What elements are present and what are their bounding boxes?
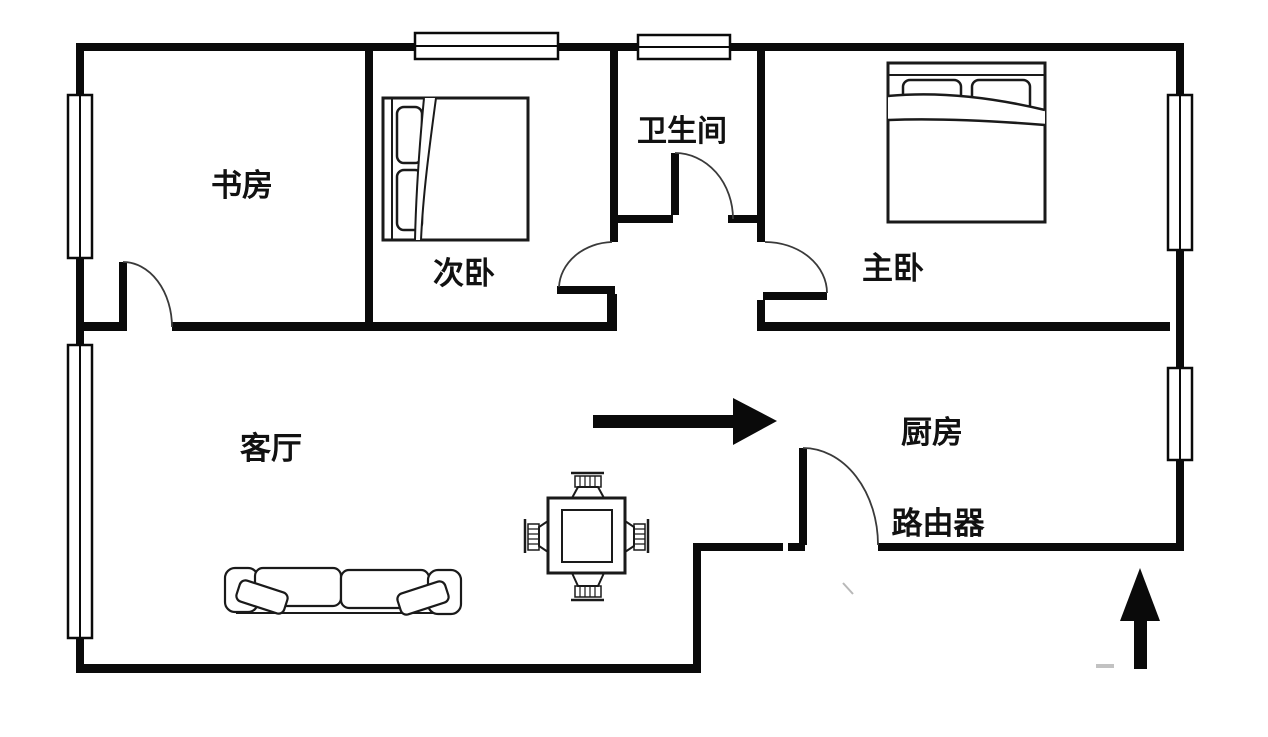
sofa [223, 566, 463, 616]
wall-living-top-b [172, 322, 617, 331]
window-bathroom-top [636, 33, 732, 61]
chair-top [571, 471, 605, 499]
faint-diagonal-mark [842, 582, 854, 595]
wall-master-door-jamb [757, 300, 765, 322]
door-kitchen-entry [799, 447, 879, 546]
dining-table-set [523, 471, 650, 602]
door-kitchen-entry-leaf [799, 448, 807, 545]
doors [119, 152, 879, 546]
wall-kitchen-living-divider [693, 543, 701, 673]
label-living-room: 客厅 [240, 431, 302, 466]
wall-living-top-right [757, 322, 1170, 331]
bed-second-bedroom [381, 96, 530, 242]
door-second-bedroom [557, 241, 615, 294]
wall-kitchen-bottom-c [878, 543, 1184, 551]
entrance-arrow-up [1120, 568, 1160, 669]
sofa-pillow-right [396, 580, 450, 616]
label-master-bedroom: 主卧 [862, 251, 924, 286]
door-master-bedroom-leaf [763, 292, 827, 300]
wall-bedroom2-bath-divider [610, 43, 618, 242]
chair-right [624, 519, 650, 553]
door-study-swing-arc [122, 261, 173, 328]
windows [66, 31, 1194, 640]
label-second-bedroom: 次卧 [433, 256, 495, 291]
wall-bedroom2-door-jamb [607, 294, 617, 322]
label-study: 书房 [211, 168, 273, 203]
wall-bath-bottom-right [728, 215, 765, 223]
door-master-bedroom [763, 241, 828, 300]
door-bathroom [671, 152, 734, 220]
label-kitchen: 厨房 [901, 415, 963, 450]
chair-left [523, 519, 549, 553]
chair-bottom [571, 572, 605, 602]
window-study-left [66, 93, 94, 260]
door-second-bedroom-leaf [557, 286, 615, 294]
entrance-arrow-shaft [1134, 620, 1147, 669]
flow-arrow-head [733, 398, 777, 445]
table-inner [561, 509, 613, 563]
door-study [119, 261, 173, 328]
bed-master-blanket-line-2 [887, 118, 1046, 127]
label-bathroom: 卫生间 [637, 115, 727, 148]
flow-arrow-right [593, 398, 777, 445]
wall-right [1176, 43, 1184, 551]
window-kitchen-right [1166, 366, 1194, 462]
faint-dash-mark [1096, 664, 1114, 668]
wall-bath-bottom-left [610, 215, 673, 223]
window-bedroom2-top [413, 31, 560, 61]
sofa-pillow-left [235, 579, 289, 615]
flow-arrow-shaft [593, 415, 733, 428]
wall-top [76, 43, 1184, 51]
wall-bottom-living [76, 664, 701, 673]
bed2-blanket-line-2 [420, 97, 437, 241]
wall-living-top-a [76, 322, 127, 331]
door-kitchen-entry-swing-arc [802, 447, 879, 546]
wall-bath-master-divider [757, 43, 765, 242]
door-bathroom-leaf [671, 153, 679, 215]
door-study-leaf [119, 262, 127, 323]
window-master-right [1166, 93, 1194, 252]
bed-master-bedroom [886, 61, 1047, 224]
door-second-bedroom-swing-arc [558, 241, 613, 288]
room-labels: 书房 次卧 卫生间 主卧 客厅 厨房 路由器 [211, 115, 985, 541]
entrance-arrow-head [1120, 568, 1160, 621]
window-living-left [66, 343, 94, 640]
wall-kitchen-bottom-b [788, 543, 805, 551]
bed2-blanket-line-1 [414, 97, 425, 241]
wall-study-divider [365, 43, 373, 331]
door-bathroom-swing-arc [674, 152, 734, 220]
bed-master-blanket-line-1 [887, 93, 1046, 112]
wall-kitchen-bottom-a [693, 543, 783, 551]
door-master-bedroom-swing-arc [764, 241, 828, 294]
label-router: 路由器 [892, 506, 986, 541]
